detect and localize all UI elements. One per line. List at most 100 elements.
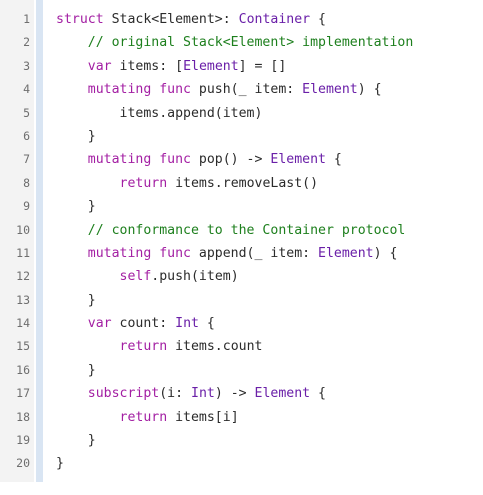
- text-token: [56, 176, 120, 191]
- text-token: items.removeLast(): [167, 175, 319, 191]
- text-token: }: [56, 362, 96, 378]
- code-line[interactable]: 13 }: [0, 289, 483, 312]
- code-line[interactable]: 5 items.append(item): [0, 102, 483, 125]
- code-text: struct Stack<Element>: Container {: [56, 8, 326, 31]
- code-text: mutating func pop() -> Element {: [56, 148, 342, 171]
- text-token: [56, 152, 88, 167]
- code-line[interactable]: 1 struct Stack<Element>: Container {: [0, 8, 483, 31]
- code-line[interactable]: 11 mutating func append(_ item: Element)…: [0, 242, 483, 265]
- text-token: items[i]: [167, 409, 239, 425]
- keyword-token: mutating func: [87, 152, 191, 168]
- keyword-token: mutating func: [87, 245, 191, 261]
- code-text: }: [56, 452, 64, 475]
- line-number: 4: [23, 82, 30, 97]
- keyword-token: subscript: [87, 386, 160, 402]
- code-text: subscript(i: Int) -> Element {: [56, 382, 326, 405]
- text-token: Stack<Element>:: [103, 12, 239, 27]
- text-token: items.append(item): [56, 105, 263, 121]
- code-line[interactable]: 10 // conformance to the Container proto…: [0, 219, 483, 242]
- line-number: 11: [16, 245, 30, 260]
- code-line[interactable]: 4 mutating func push(_ item: Element) {: [0, 78, 483, 101]
- type-token: Element: [318, 245, 374, 261]
- text-token: [56, 316, 88, 331]
- text-token: (i:: [159, 386, 191, 402]
- text-token: [56, 246, 88, 261]
- code-line[interactable]: 7 mutating func pop() -> Element {: [0, 148, 483, 171]
- keyword-token: return: [119, 339, 168, 355]
- line-number: 9: [23, 199, 30, 214]
- code-line[interactable]: 17 subscript(i: Int) -> Element {: [0, 382, 483, 405]
- type-token: Int: [175, 316, 199, 332]
- line-number: 15: [16, 339, 30, 354]
- text-token: [56, 223, 88, 238]
- type-token: Element: [183, 58, 239, 74]
- line-number-gutter: [0, 0, 34, 482]
- code-text: mutating func append(_ item: Element) {: [56, 242, 398, 265]
- text-token: [56, 82, 88, 97]
- text-token: [56, 269, 120, 284]
- code-line[interactable]: 20}: [0, 452, 483, 475]
- keyword-token: mutating func: [87, 82, 191, 98]
- code-text: }: [56, 289, 96, 312]
- line-number: 14: [16, 316, 30, 331]
- text-token: ) {: [357, 82, 382, 98]
- text-token: ) ->: [214, 386, 255, 402]
- code-text: // original Stack<Element> implementatio…: [56, 31, 414, 54]
- code-text: return items.count: [56, 335, 263, 358]
- code-text: var items: [Element] = []: [56, 55, 287, 78]
- code-line[interactable]: 9 }: [0, 195, 483, 218]
- code-text: }: [56, 125, 96, 148]
- line-number: 18: [16, 409, 30, 424]
- text-token: pop() ->: [190, 152, 271, 168]
- code-text: }: [56, 359, 96, 382]
- keyword-token: return: [119, 175, 168, 191]
- code-line[interactable]: 12 self.push(item): [0, 265, 483, 288]
- text-token: {: [325, 152, 342, 168]
- line-number: 1: [23, 12, 30, 26]
- text-token: items.count: [167, 339, 263, 355]
- code-line[interactable]: 8 return items.removeLast(): [0, 172, 483, 195]
- line-number: 12: [16, 269, 30, 284]
- text-token: }: [56, 433, 96, 449]
- keyword-token: var: [87, 316, 112, 332]
- text-token: [56, 59, 88, 74]
- text-token: }: [56, 292, 96, 308]
- code-text: items.append(item): [56, 102, 263, 125]
- code-line[interactable]: 19 }: [0, 429, 483, 452]
- text-token: }: [56, 456, 64, 472]
- code-line[interactable]: 15 return items.count: [0, 335, 483, 358]
- code-text: self.push(item): [56, 265, 239, 288]
- line-number: 17: [16, 386, 30, 401]
- line-number: 10: [16, 222, 30, 237]
- code-line[interactable]: 18 return items[i]: [0, 406, 483, 429]
- text-token: ) {: [373, 245, 398, 261]
- keyword-token: self: [119, 269, 152, 285]
- line-number: 16: [16, 362, 30, 377]
- line-number: 5: [23, 105, 30, 120]
- text-token: .push(item): [151, 269, 239, 285]
- line-number: 6: [23, 128, 30, 143]
- text-token: count:: [111, 316, 176, 332]
- text-token: {: [310, 12, 326, 27]
- line-number: 13: [16, 292, 30, 307]
- code-line[interactable]: 16 }: [0, 359, 483, 382]
- keyword-token: var: [87, 58, 112, 74]
- code-line[interactable]: 6 }: [0, 125, 483, 148]
- text-token: {: [310, 386, 326, 402]
- line-number: 3: [23, 58, 30, 73]
- code-line[interactable]: 14 var count: Int {: [0, 312, 483, 335]
- code-line[interactable]: 3 var items: [Element] = []: [0, 55, 483, 78]
- line-number: 2: [23, 35, 30, 50]
- text-token: append(_ item:: [190, 245, 319, 261]
- keyword-token: struct: [56, 12, 104, 27]
- text-token: [56, 410, 120, 425]
- line-number: 8: [23, 175, 30, 190]
- code-text: }: [56, 195, 96, 218]
- type-token: Element: [254, 386, 311, 402]
- text-token: [56, 386, 88, 401]
- code-line[interactable]: 2 // original Stack<Element> implementat…: [0, 31, 483, 54]
- line-number: 19: [16, 433, 30, 448]
- keyword-token: return: [119, 409, 168, 425]
